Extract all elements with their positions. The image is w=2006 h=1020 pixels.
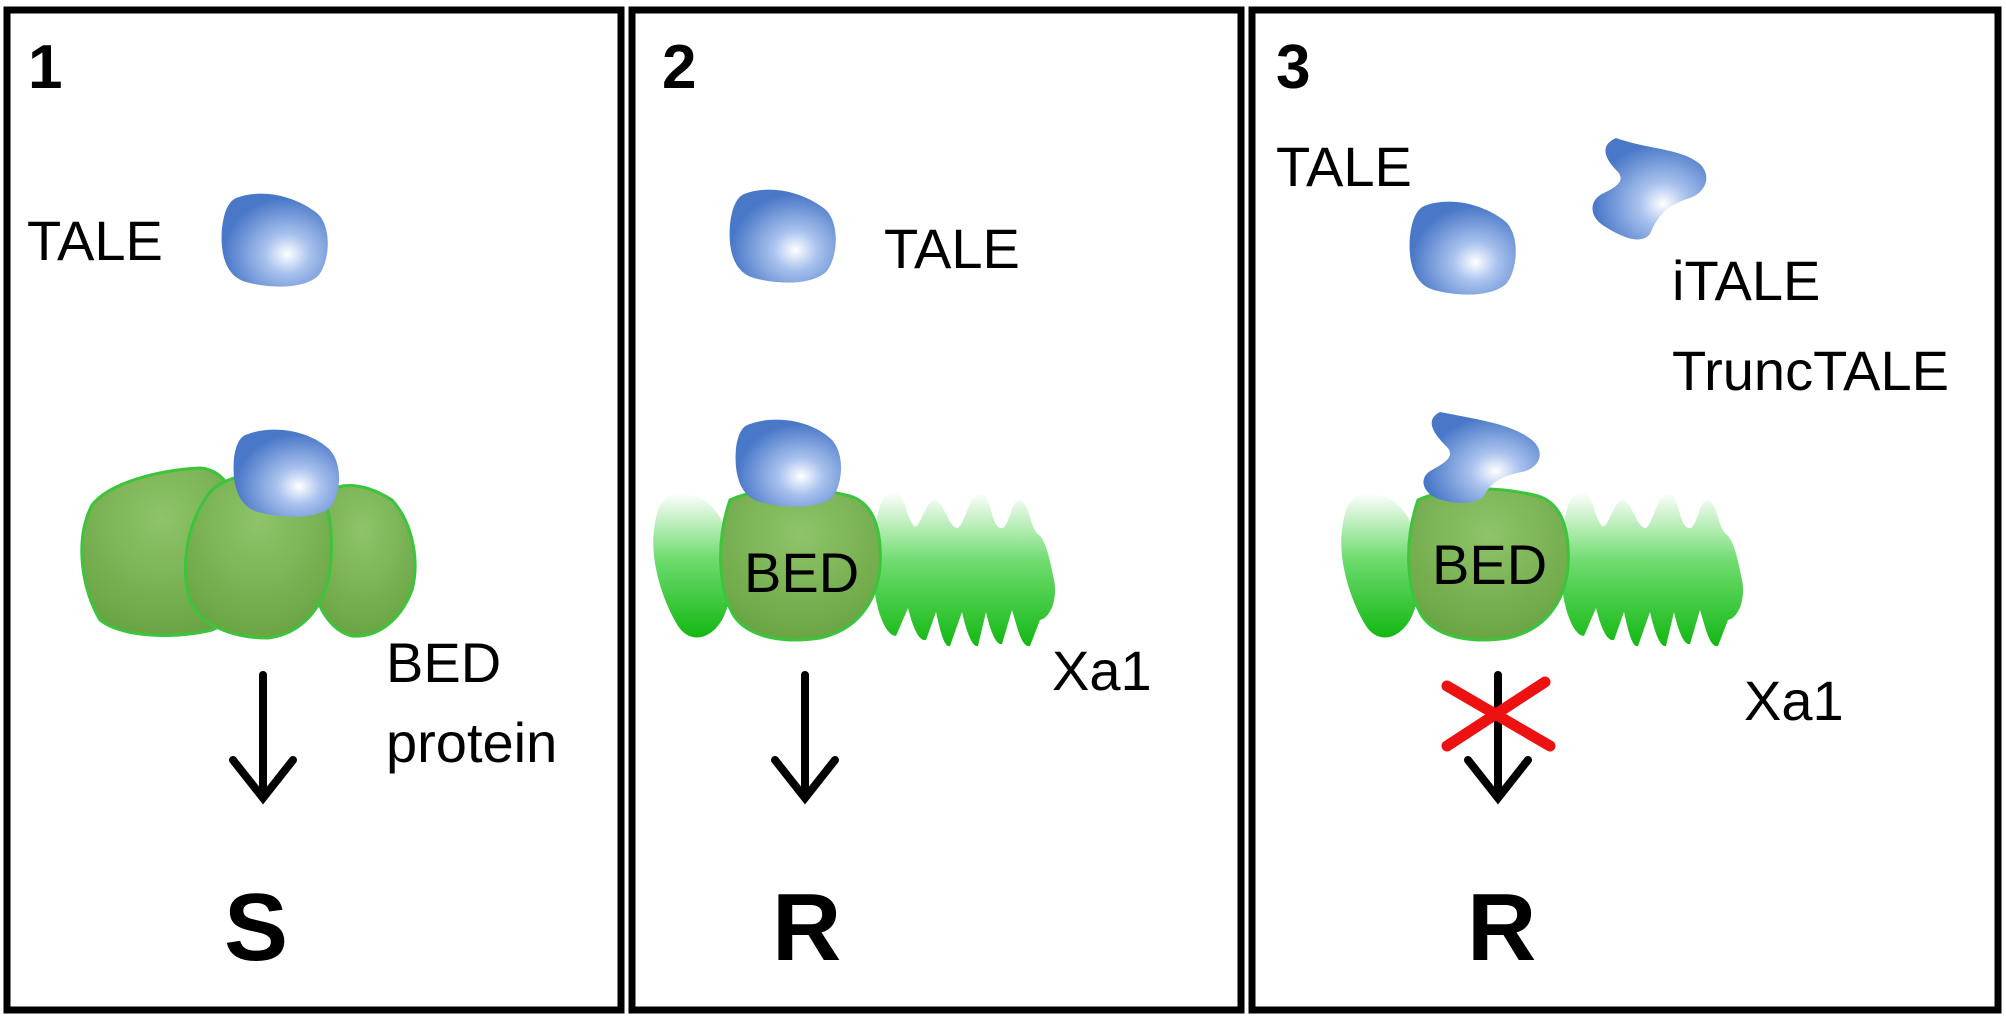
trunctale-label: TruncTALE <box>1672 339 1949 402</box>
panel-2-frame <box>628 6 1245 1014</box>
panel-1: 1 TALE BED protein S <box>3 6 625 1014</box>
bound-tale-icon <box>233 429 340 517</box>
itale-label: iTALE <box>1672 249 1820 312</box>
outcome-label: R <box>1467 874 1536 981</box>
xa1-lrr-domain <box>1560 491 1744 647</box>
panel-3: 3 TALE iTALE TruncTALE BED Xa1 R <box>1248 6 2002 1014</box>
panel-1-frame <box>3 6 625 1014</box>
panel-2: 2 TALE BED Xa1 R <box>628 6 1245 1014</box>
arrow-down-icon <box>1464 671 1532 805</box>
bed-domain-icon <box>1407 487 1570 642</box>
xa1-lrr-domain <box>872 491 1056 647</box>
panel-1-number: 1 <box>28 33 62 102</box>
itale-protein-icon <box>1592 138 1707 240</box>
block-cross-icon <box>1441 676 1556 752</box>
panel-2-number: 2 <box>662 33 696 102</box>
xa1-left-lobe <box>1341 493 1421 638</box>
bed-label-line1: BED <box>386 631 501 694</box>
xa1-left-lobe <box>653 493 733 638</box>
tale-label: TALE <box>27 209 163 272</box>
bound-tale-icon <box>735 419 842 507</box>
tale-protein-icon <box>221 193 328 287</box>
xa1-label: Xa1 <box>1052 639 1152 702</box>
bed-protein-icon <box>80 466 417 640</box>
bed-label-line2: protein <box>386 711 557 774</box>
tale-label: TALE <box>1276 135 1412 198</box>
arrow-down-icon <box>771 671 839 805</box>
panel-3-frame <box>1248 6 2002 1014</box>
bed-label: BED <box>1432 533 1547 596</box>
tale-protein-icon <box>1409 201 1516 295</box>
outcome-label: R <box>772 874 841 981</box>
bound-itale-icon <box>1423 412 1540 503</box>
panel-3-number: 3 <box>1276 33 1310 102</box>
tale-label: TALE <box>884 217 1020 280</box>
bed-label: BED <box>744 541 859 604</box>
outcome-label: S <box>224 874 288 981</box>
tale-protein-icon <box>729 189 836 283</box>
arrow-down-icon <box>229 671 297 805</box>
xa1-label: Xa1 <box>1744 669 1844 732</box>
